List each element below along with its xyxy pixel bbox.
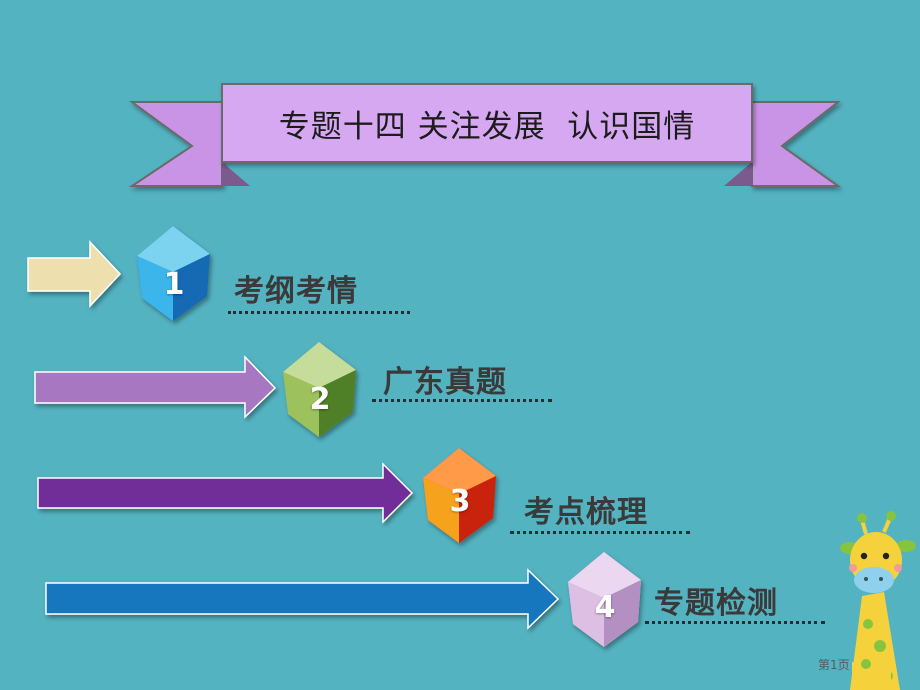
banner-left-tail — [128, 101, 223, 187]
title-banner — [128, 83, 842, 187]
gem-1-icon — [137, 226, 210, 321]
arrow-4 — [45, 568, 560, 630]
gem-2-icon — [283, 342, 356, 437]
menu-number-3: 3 — [449, 484, 471, 519]
page-number: 第1页 — [818, 658, 850, 672]
banner-body — [221, 83, 753, 163]
dotted-underline-2 — [372, 399, 552, 402]
dotted-underline-3 — [510, 531, 690, 534]
dotted-underline-4 — [645, 621, 825, 624]
banner-right-tail — [751, 101, 842, 187]
menu-item-3-label[interactable]: 考点梳理 — [524, 495, 648, 530]
menu-number-2: 2 — [309, 382, 331, 417]
arrow-1 — [27, 240, 122, 308]
banner-right-fold — [724, 162, 752, 186]
banner-left-fold — [222, 162, 250, 186]
arrow-3 — [37, 462, 414, 524]
menu-number-4: 4 — [594, 590, 616, 625]
gem-4-icon — [568, 552, 641, 647]
menu-item-2-label[interactable]: 广东真题 — [383, 365, 507, 400]
arrow-2 — [34, 355, 277, 419]
menu-item-1-label[interactable]: 考纲考情 — [234, 274, 358, 309]
menu-number-1: 1 — [163, 267, 185, 302]
giraffe-icon — [840, 511, 916, 690]
page-title: 专题十四 关注发展 认识国情 — [278, 108, 696, 145]
dotted-underline-1 — [228, 311, 410, 314]
menu-item-4-label[interactable]: 专题检测 — [654, 586, 778, 621]
gem-3-icon — [423, 448, 496, 543]
